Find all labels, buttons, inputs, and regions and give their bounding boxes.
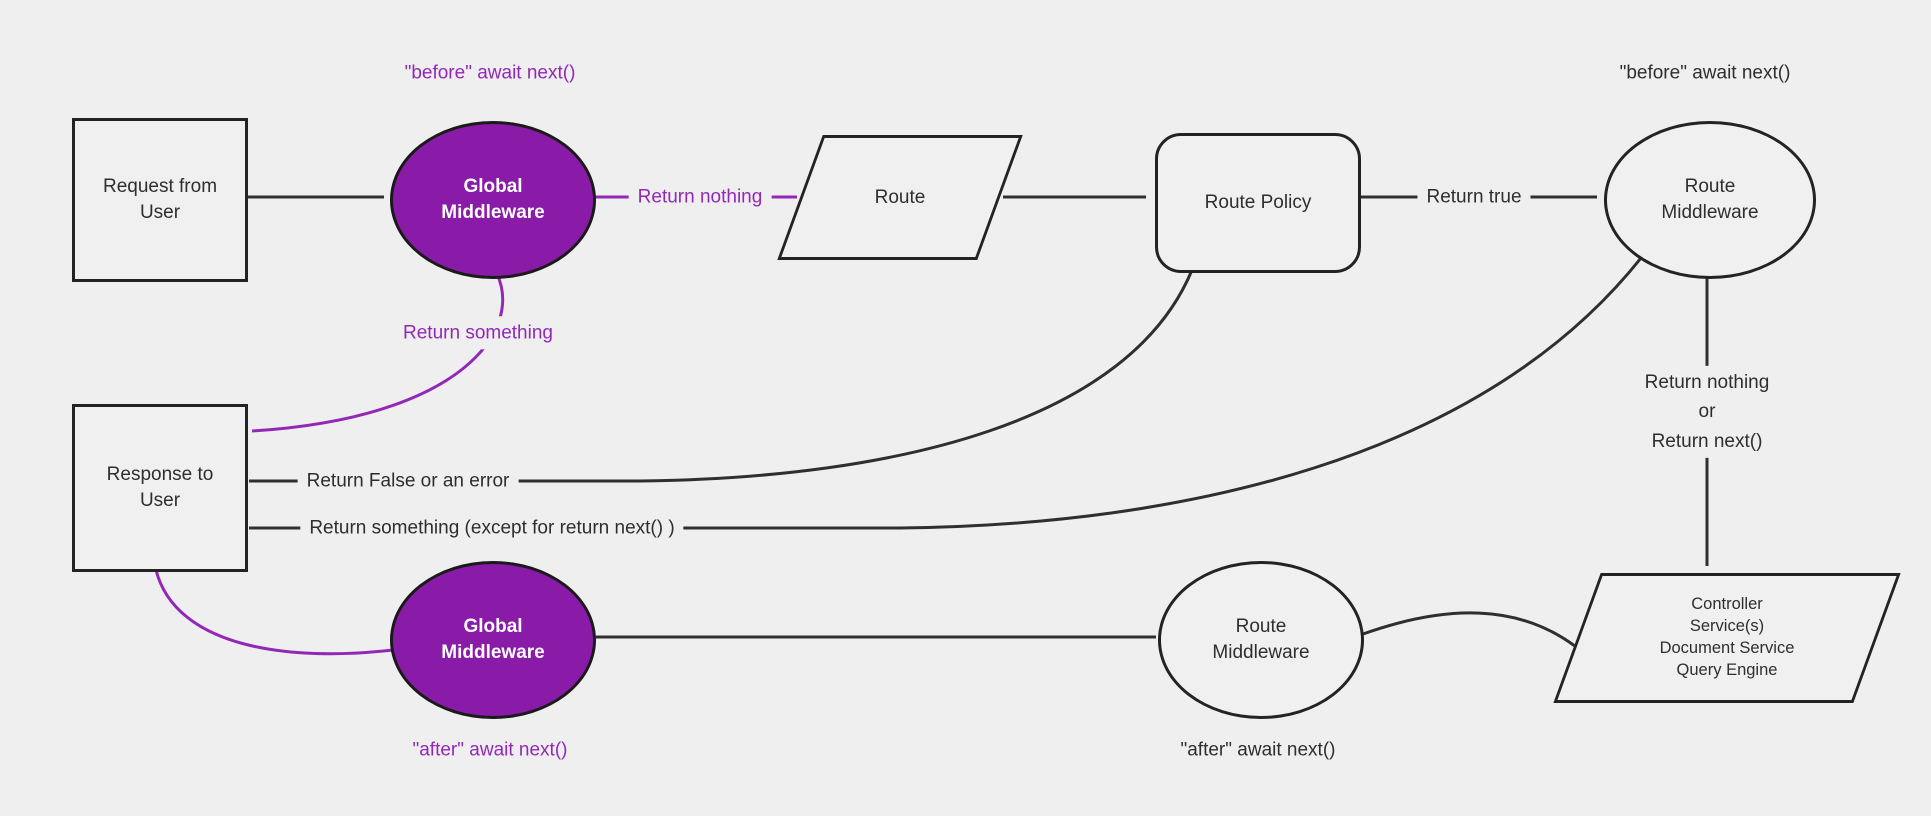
node-controller-services: Controller Service(s) Document Service Q…: [1553, 573, 1901, 703]
node-label: Route Middleware: [1212, 616, 1310, 663]
edge-global-middleware-return-something-to-response: [251, 273, 505, 433]
node-label: Route: [874, 186, 926, 208]
node-request-from-user: Request from User: [72, 118, 248, 282]
node-route: Route: [777, 135, 1023, 260]
edge-label-before-await-next-left: "before" await next(): [395, 56, 585, 90]
node-label: Route Middleware: [1661, 176, 1759, 223]
edge-controller-to-route-middleware-bottom: [1362, 611, 1581, 652]
edge-label-return-something-except: Return something (except for return next…: [300, 511, 684, 545]
node-label: Global Middleware: [441, 616, 545, 663]
edge-route-middleware-return-something-to-response: [249, 257, 1643, 530]
node-route-middleware-bottom: Route Middleware: [1158, 561, 1364, 719]
node-label: Global Middleware: [441, 176, 545, 223]
node-label: Request from User: [102, 176, 218, 223]
edge-label-return-nothing-or-next: Return nothing or Return next(): [1635, 365, 1779, 459]
node-global-middleware-bottom: Global Middleware: [390, 561, 596, 719]
node-global-middleware-top: Global Middleware: [390, 121, 596, 279]
node-response-to-user: Response to User: [72, 404, 248, 572]
node-route-policy: Route Policy: [1155, 133, 1361, 273]
node-label: Response to User: [106, 464, 214, 511]
node-label: Route Policy: [1204, 192, 1312, 214]
edge-label-return-something: Return something: [394, 316, 562, 350]
edge-label-return-true: Return true: [1417, 180, 1531, 214]
edge-global-middleware-bottom-to-response: [154, 569, 394, 656]
edge-label-after-await-next-mid: "after" await next(): [1171, 733, 1345, 767]
edge-label-before-await-next-right: "before" await next(): [1610, 56, 1800, 90]
edge-route-policy-return-false-to-response: [249, 269, 1194, 483]
node-label: Controller Service(s) Document Service Q…: [1659, 595, 1795, 679]
edge-label-return-false-or-error: Return False or an error: [297, 464, 519, 498]
node-route-middleware-top: Route Middleware: [1604, 121, 1816, 279]
edge-label-after-await-next-left: "after" await next(): [403, 733, 577, 767]
edge-label-return-nothing: Return nothing: [628, 180, 772, 214]
